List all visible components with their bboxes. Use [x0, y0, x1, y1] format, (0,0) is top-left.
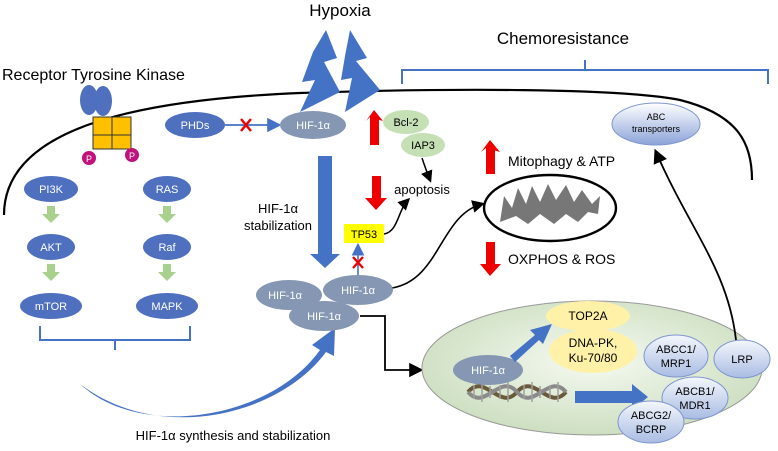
- dna-helix: [466, 382, 568, 402]
- pi3k-node: [24, 176, 78, 202]
- abc-line2: transporters: [632, 124, 681, 134]
- receptor-right-domain: [111, 116, 132, 136]
- lrp-node: [713, 339, 771, 379]
- green-arrow-ras-raf: [158, 206, 176, 223]
- hif-cluster-right-label: HIF-1α: [341, 285, 376, 297]
- receptor-tyrosine-kinase: P P: [80, 85, 139, 165]
- hif-to-top2a-arrow: [510, 324, 552, 362]
- hypoxia-label: Hypoxia: [309, 1, 371, 20]
- stabilization-line1: HIF-1α: [258, 201, 299, 216]
- phospho-right: [125, 148, 139, 162]
- phospho-left-label: P: [86, 154, 92, 164]
- hif-nucleus-label: HIF-1α: [471, 365, 506, 377]
- green-arrow-akt-mtor: [42, 264, 60, 281]
- tp53-to-apoptosis-arrow: [383, 197, 411, 235]
- tp53-label: TP53: [351, 229, 377, 241]
- inhibit-cross-tp53: [352, 256, 364, 269]
- top2a-node: [546, 301, 630, 331]
- hif-cluster-bottom-label: HIF-1α: [307, 311, 342, 323]
- phds-node: [165, 112, 225, 138]
- abcb1-line2: MDR1: [679, 400, 710, 412]
- raf-node: [143, 234, 191, 260]
- bcl2-node: [383, 110, 429, 134]
- hif-to-mitochondrion-arrow: [391, 200, 486, 289]
- receptor-ligand-left: [80, 85, 98, 115]
- hif-nucleus-node: [453, 355, 523, 385]
- phds-label: PHDs: [181, 120, 210, 132]
- mtor-label: mTOR: [35, 301, 67, 313]
- rtk-label: Receptor Tyrosine Kinase: [2, 67, 185, 84]
- abc-line1: ABC: [647, 112, 666, 122]
- phospho-right-label: P: [129, 151, 135, 161]
- red-up-arrow-mitophagy: [481, 140, 500, 174]
- abcb1-node: [661, 376, 729, 420]
- mapk-label: MAPK: [151, 301, 183, 313]
- dnapk-line2: Ku-70/80: [569, 351, 618, 365]
- receptor-ligand-right: [94, 86, 112, 116]
- abcg2-line2: BCRP: [636, 424, 667, 436]
- mapk-node: [136, 293, 198, 319]
- abcc1-node: [643, 334, 709, 378]
- iap3-label: IAP3: [411, 140, 435, 152]
- ras-node: [143, 176, 191, 202]
- abcb1-line1: ABCB1/: [675, 386, 715, 398]
- lightning-bolt-left: [300, 30, 340, 112]
- raf-label: Raf: [158, 242, 176, 254]
- akt-node: [27, 234, 75, 260]
- pi3k-label: PI3K: [39, 184, 64, 196]
- dna-to-abcb1-arrow: [575, 384, 648, 410]
- iap3-to-apoptosis-arrow: [421, 157, 433, 183]
- abcc1-line2: MRP1: [661, 358, 692, 370]
- oxphos-label: OXPHOS & ROS: [508, 251, 615, 267]
- abc-transporters-node: [611, 102, 701, 146]
- hif-cluster-left: [256, 280, 322, 310]
- synthesis-arrow: [80, 328, 335, 418]
- hif-cluster-bottom: [289, 301, 359, 331]
- iap3-node: [401, 133, 445, 157]
- hif-top-label: HIF-1α: [296, 120, 331, 132]
- akt-label: AKT: [40, 242, 62, 254]
- cell-membrane: [2, 88, 754, 216]
- green-arrow-pi3k-akt: [42, 206, 60, 223]
- top2a-label: TOP2A: [568, 309, 607, 323]
- red-up-arrow-bcl2: [366, 110, 383, 145]
- receptor-lower-left: [92, 134, 113, 150]
- abcg2-line1: ABCG2/: [631, 410, 672, 422]
- hif-cluster-left-label: HIF-1α: [268, 290, 303, 302]
- hif-cluster-right: [323, 275, 393, 305]
- pathway-bracket: [39, 326, 191, 350]
- mitochondrion-cristae: [500, 184, 600, 224]
- dnapk-node: [549, 329, 637, 373]
- lrp-to-abc-arrow: [653, 148, 737, 341]
- stabilization-arrow: [310, 156, 340, 268]
- receptor-lower-right: [111, 134, 132, 150]
- abcg2-node: [617, 400, 685, 444]
- hif-to-nucleus-arrow: [360, 315, 424, 378]
- tp53-box: [344, 224, 384, 243]
- synthesis-label: HIF-1α synthesis and stabilization: [136, 428, 331, 443]
- dnapk-line1: DNA-PK,: [569, 336, 618, 350]
- lrp-label: LRP: [731, 354, 752, 366]
- inhibit-cross-phds: [240, 118, 252, 132]
- abcc1-line1: ABCC1/: [656, 344, 697, 356]
- mtor-node: [20, 293, 82, 319]
- hif-top-node: [280, 111, 346, 139]
- mitophagy-label: Mitophagy & ATP: [508, 153, 615, 169]
- phospho-left: [82, 151, 96, 165]
- apoptosis-label: apoptosis: [394, 182, 450, 197]
- chemoresistance-label: Chemoresistance: [497, 29, 629, 48]
- bcl2-label: Bcl-2: [393, 117, 418, 129]
- stabilization-line2: stabilization: [244, 218, 312, 233]
- receptor-left-domain: [92, 116, 113, 136]
- red-down-arrow-oxphos: [480, 242, 501, 276]
- lightning-bolt-right: [341, 30, 380, 112]
- red-down-arrow-apoptosis: [365, 176, 387, 210]
- chemoresistance-bracket: [401, 60, 769, 84]
- green-arrow-raf-mapk: [158, 264, 176, 281]
- ras-label: RAS: [156, 184, 179, 196]
